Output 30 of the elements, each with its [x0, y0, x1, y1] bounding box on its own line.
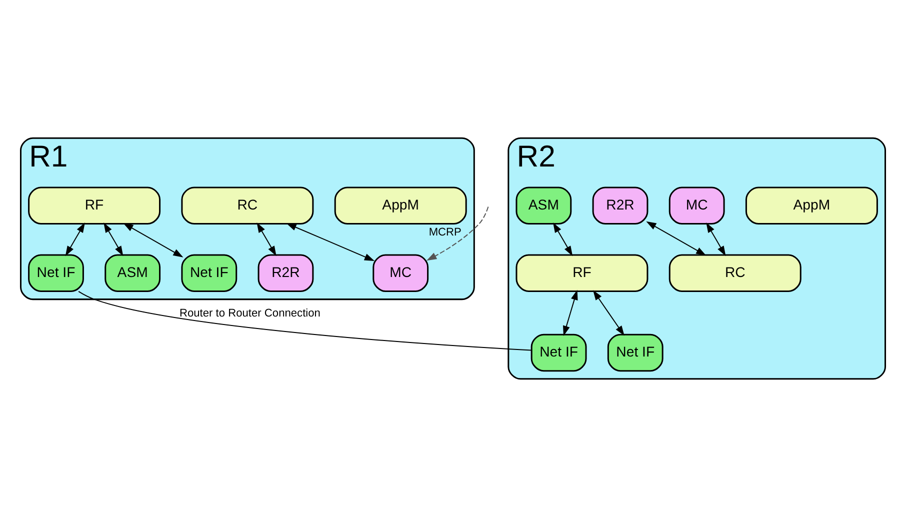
node-box: Net IF	[28, 254, 84, 292]
node-box: R2R	[592, 186, 648, 224]
arrow	[256, 222, 276, 256]
node-box: MC	[668, 186, 725, 224]
node-box: R2R	[258, 254, 314, 292]
node-box: ASM	[104, 254, 161, 292]
node-box: AppM	[334, 186, 467, 224]
arrow	[646, 220, 706, 256]
node-box: RC	[181, 186, 314, 224]
node-box: RF	[516, 254, 648, 292]
node-box: AppM	[745, 186, 878, 224]
node-box: Net IF	[181, 254, 238, 292]
arrow	[104, 222, 124, 256]
connector	[78, 290, 532, 350]
arrow	[65, 222, 85, 256]
node-box: Net IF	[607, 333, 664, 372]
arrow	[123, 222, 184, 257]
node-box: RF	[28, 186, 161, 224]
arrow	[286, 222, 375, 260]
node-box: RC	[668, 254, 802, 292]
arrow	[552, 222, 573, 256]
node-box: Net IF	[530, 333, 587, 372]
node-box: MC	[372, 254, 429, 292]
node-box: ASM	[516, 186, 572, 224]
arrow	[563, 289, 578, 336]
arrow	[426, 206, 489, 260]
edge-label: Router to Router Connection	[179, 306, 320, 319]
edge-label: MCRP	[428, 226, 462, 238]
arrow	[592, 290, 624, 336]
arrow	[706, 222, 726, 256]
